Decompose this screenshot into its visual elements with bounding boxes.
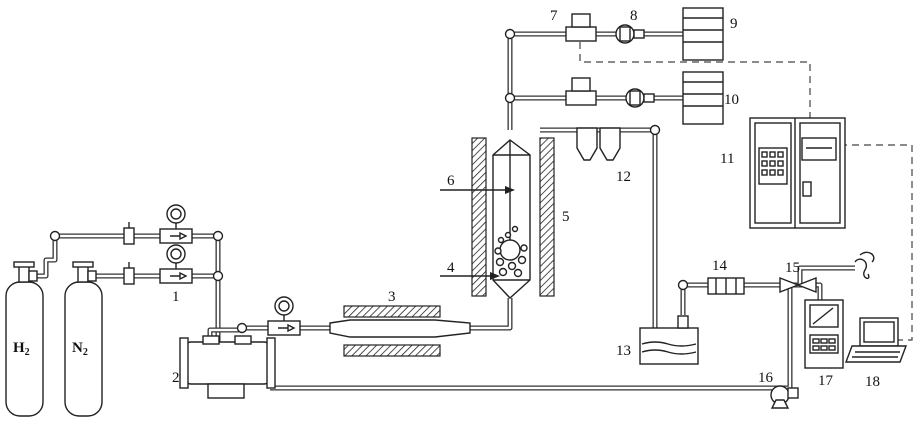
gas-analyzer xyxy=(805,300,843,368)
preheater xyxy=(268,297,470,356)
label-3: 3 xyxy=(388,289,396,305)
label-7: 7 xyxy=(550,8,558,24)
label-9: 9 xyxy=(730,16,738,32)
reactor xyxy=(440,138,554,298)
condensate-tank xyxy=(640,316,698,364)
signal-lines xyxy=(580,42,912,340)
gas-sample-bags-top xyxy=(683,8,723,60)
label-17: 17 xyxy=(818,373,834,389)
label-10: 10 xyxy=(724,92,739,108)
label-14: 14 xyxy=(712,258,728,274)
label-12: 12 xyxy=(616,169,631,185)
label-6: 6 xyxy=(447,173,455,189)
control-cabinet xyxy=(750,118,845,228)
label-1: 1 xyxy=(172,289,180,305)
filter xyxy=(708,278,744,294)
exhaust-outlet xyxy=(855,252,874,278)
gas-sample-bags-bottom xyxy=(683,72,723,124)
gas-mixer xyxy=(180,336,275,398)
label-4: 4 xyxy=(447,260,455,276)
label-2: 2 xyxy=(172,370,180,386)
laptop xyxy=(846,318,906,362)
circulation-pump xyxy=(771,386,798,408)
label-11: 11 xyxy=(720,151,734,167)
label-16: 16 xyxy=(758,370,774,386)
n2-cylinder: N2 xyxy=(65,262,102,416)
label-18: 18 xyxy=(865,374,880,390)
h2-cylinder: H2 xyxy=(6,262,43,416)
label-5: 5 xyxy=(562,209,570,225)
label-13: 13 xyxy=(616,343,631,359)
label-8: 8 xyxy=(630,8,638,24)
gas-flow-meters xyxy=(124,205,192,284)
cyclone-separators xyxy=(577,128,620,160)
label-15: 15 xyxy=(785,260,800,276)
outlet-flow-meter-bottom xyxy=(566,78,654,107)
